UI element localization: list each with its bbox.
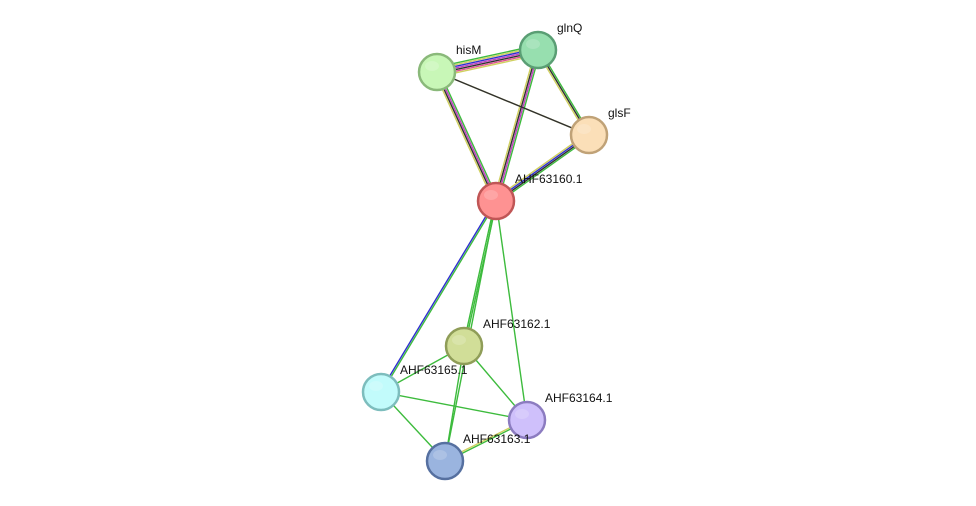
edge-evidence-line	[438, 70, 499, 201]
edge-evidence-line	[437, 71, 498, 201]
edge-AHF63165.1-AHF63164.1	[380, 391, 528, 421]
edge-evidence-line	[496, 50, 540, 202]
edge-glnQ-AHF63160.1	[493, 49, 541, 202]
node-circle[interactable]	[361, 372, 401, 412]
edge-evidence-line	[497, 50, 541, 202]
node-highlight	[369, 381, 383, 391]
node-highlight	[577, 124, 591, 134]
node-AHF63160.1[interactable]: AHF63160.1	[476, 172, 583, 221]
node-AHF63165.1[interactable]: AHF63165.1	[361, 363, 468, 412]
node-label: AHF63165.1	[400, 363, 468, 377]
edge-AHF63160.1-AHF63164.1	[495, 200, 528, 421]
node-glsF[interactable]: glsF	[569, 106, 631, 155]
node-circle[interactable]	[417, 52, 457, 92]
edge-hisM-glsF	[436, 71, 590, 136]
node-AHF63163.1[interactable]: AHF63163.1	[425, 432, 531, 481]
edge-evidence-line	[495, 200, 528, 421]
node-label: AHF63164.1	[545, 391, 613, 405]
node-circle[interactable]	[476, 181, 516, 221]
node-highlight	[484, 190, 498, 200]
node-glnQ[interactable]: glnQ	[518, 21, 582, 70]
node-label: AHF63160.1	[515, 172, 583, 186]
edge-AHF63162.1-AHF63163.1	[444, 345, 465, 462]
node-circle[interactable]	[518, 30, 558, 70]
node-AHF63164.1[interactable]: AHF63164.1	[507, 391, 613, 440]
node-label: glnQ	[557, 21, 582, 35]
node-highlight	[433, 450, 447, 460]
edge-evidence-line	[380, 391, 528, 421]
node-circle[interactable]	[507, 400, 547, 440]
edge-evidence-line	[462, 200, 496, 346]
node-highlight	[526, 39, 540, 49]
node-highlight	[515, 409, 529, 419]
node-label: hisM	[456, 43, 481, 57]
node-AHF63162.1[interactable]: AHF63162.1	[444, 317, 551, 366]
node-circle[interactable]	[569, 115, 609, 155]
node-highlight	[425, 61, 439, 71]
node-label: AHF63163.1	[463, 432, 531, 446]
edge-AHF63160.1-AHF63165.1	[379, 200, 498, 393]
node-circle[interactable]	[425, 441, 465, 481]
edge-evidence-line	[435, 72, 496, 202]
edge-evidence-line	[436, 71, 590, 136]
node-hisM[interactable]: hisM	[417, 43, 481, 92]
edge-evidence-line	[379, 200, 496, 392]
edge-evidence-line	[434, 72, 495, 203]
edge-evidence-line	[381, 201, 498, 393]
edge-evidence-line	[493, 49, 537, 201]
node-highlight	[452, 335, 466, 345]
edge-hisM-AHF63160.1	[434, 70, 499, 203]
edge-evidence-line	[444, 345, 465, 462]
nodes-layer: hisM glnQ glsF AHF63160.1AHF63162.1AHF63165…	[361, 21, 631, 481]
edge-evidence-line	[494, 49, 538, 201]
node-circle[interactable]	[444, 326, 484, 366]
node-label: AHF63162.1	[483, 317, 551, 331]
node-label: glsF	[608, 106, 631, 120]
